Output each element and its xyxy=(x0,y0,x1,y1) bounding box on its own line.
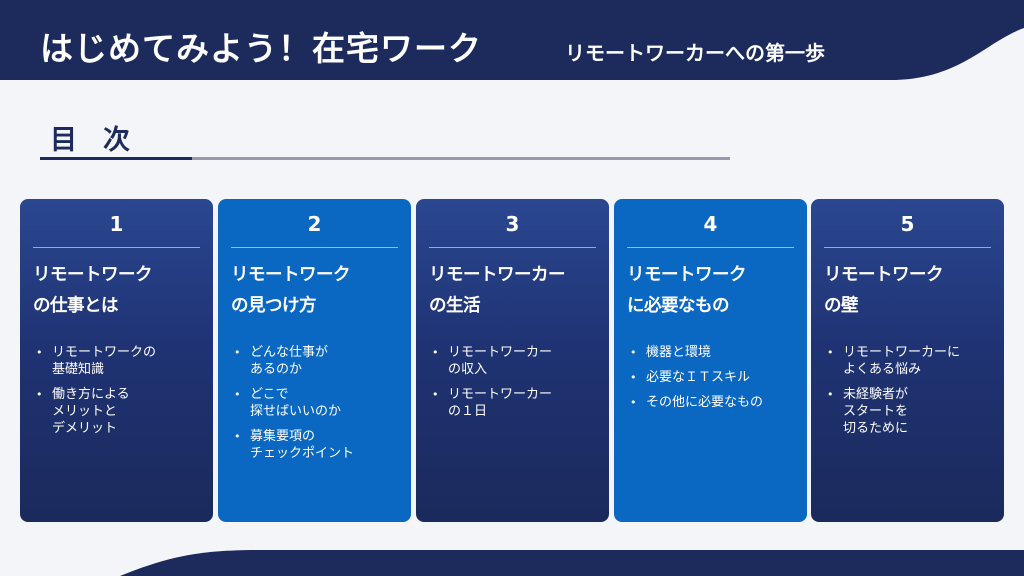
chapter-title: リモートワーク の仕事とは xyxy=(33,265,153,316)
chapter-title: リモートワーク に必要なもの xyxy=(627,265,747,316)
chapter-card-3[interactable]: 3 リモートワーカー の生活 リモートワーカー の収入 リモートワーカー の１日 xyxy=(416,199,609,522)
chapter-card-2[interactable]: 2 リモートワーク の見つけ方 どんな仕事が あるのか どこで 探せばいいのか … xyxy=(218,199,411,522)
toc-heading: 目次 xyxy=(50,125,156,156)
chapter-topic: リモートワークの 基礎知識 xyxy=(33,344,200,378)
chapter-card-1[interactable]: 1 リモートワーク の仕事とは リモートワークの 基礎知識 働き方による メリッ… xyxy=(20,199,213,522)
chapter-title: リモートワーク の壁 xyxy=(824,265,944,316)
chapter-topic: 必要なＩＴスキル xyxy=(627,369,794,386)
chapter-topic: 機器と環境 xyxy=(627,344,794,361)
chapter-number: 1 xyxy=(109,212,124,236)
chapter-topics: リモートワーカー の収入 リモートワーカー の１日 xyxy=(429,344,596,420)
chapter-number: 2 xyxy=(307,212,322,236)
footer-band xyxy=(0,550,1024,576)
chapter-topic: 働き方による メリットと デメリット xyxy=(33,386,200,437)
chapter-topic: その他に必要なもの xyxy=(627,394,794,411)
chapter-topic: 未経験者が スタートを 切るために xyxy=(824,386,991,437)
chapter-divider xyxy=(231,247,398,248)
chapter-topic: どこで 探せばいいのか xyxy=(231,386,398,420)
footer-band-shape xyxy=(0,550,1024,576)
chapter-topics: どんな仕事が あるのか どこで 探せばいいのか 募集要項の チェックポイント xyxy=(231,344,398,462)
chapter-topics: リモートワークの 基礎知識 働き方による メリットと デメリット xyxy=(33,344,200,437)
chapter-topic: リモートワーカーに よくある悩み xyxy=(824,344,991,378)
page-subtitle: リモートワーカーへの第一歩 xyxy=(565,41,825,65)
chapter-divider xyxy=(824,247,991,248)
chapter-number: 5 xyxy=(900,212,915,236)
chapter-card-4[interactable]: 4 リモートワーク に必要なもの 機器と環境 必要なＩＴスキル その他に必要なも… xyxy=(614,199,807,522)
chapter-topics: リモートワーカーに よくある悩み 未経験者が スタートを 切るために xyxy=(824,344,991,437)
chapter-divider xyxy=(429,247,596,248)
chapter-title: リモートワーカー の生活 xyxy=(429,265,566,316)
chapter-topics: 機器と環境 必要なＩＴスキル その他に必要なもの xyxy=(627,344,794,411)
chapter-number: 4 xyxy=(703,212,718,236)
toc-underline-accent xyxy=(40,157,192,160)
chapter-topic: リモートワーカー の収入 xyxy=(429,344,596,378)
chapter-topic: 募集要項の チェックポイント xyxy=(231,428,398,462)
header-band-shape xyxy=(0,0,1024,80)
chapter-card-5[interactable]: 5 リモートワーク の壁 リモートワーカーに よくある悩み 未経験者が スタート… xyxy=(811,199,1004,522)
chapter-number: 3 xyxy=(505,212,520,236)
chapter-divider xyxy=(33,247,200,248)
toc-underline xyxy=(192,157,730,160)
chapter-topic: どんな仕事が あるのか xyxy=(231,344,398,378)
chapter-title: リモートワーク の見つけ方 xyxy=(231,265,351,316)
header-band xyxy=(0,0,1024,80)
page-title: はじめてみよう！在宅ワーク xyxy=(40,29,482,68)
chapter-topic: リモートワーカー の１日 xyxy=(429,386,596,420)
chapter-cards: 1 リモートワーク の仕事とは リモートワークの 基礎知識 働き方による メリッ… xyxy=(20,199,1004,522)
chapter-divider xyxy=(627,247,794,248)
